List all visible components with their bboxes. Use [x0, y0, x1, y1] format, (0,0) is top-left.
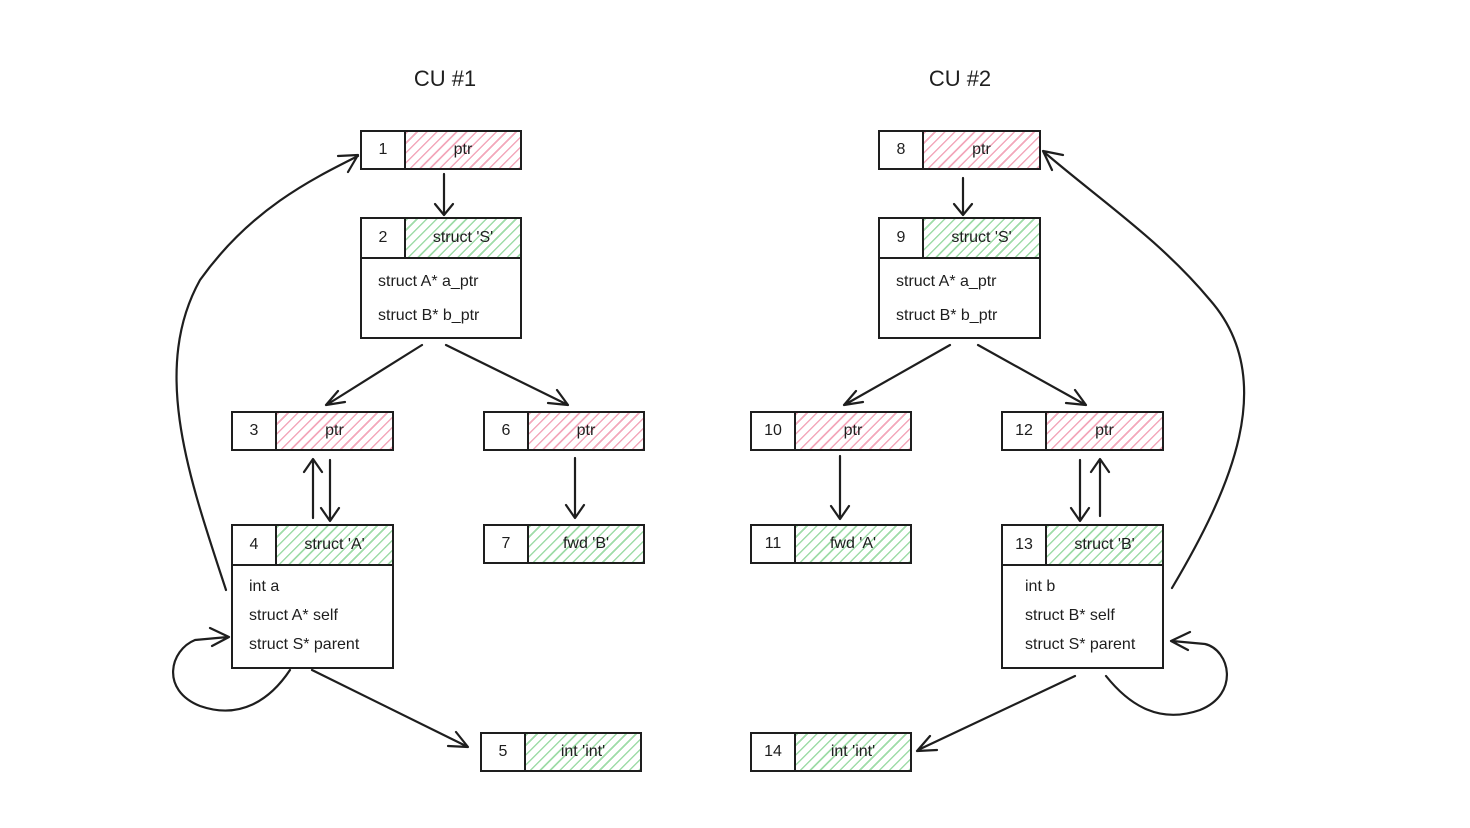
node-id: 3 — [233, 413, 277, 449]
node-id: 7 — [485, 526, 529, 562]
node-id: 9 — [880, 219, 924, 257]
struct-fields: int a struct A* self struct S* parent — [233, 566, 392, 659]
type-node-10: 10 ptr — [750, 411, 912, 451]
type-node-13: 13 struct 'B' int b struct B* self struc… — [1001, 524, 1164, 669]
struct-field: struct A* a_ptr — [896, 273, 997, 290]
struct-fields: struct A* a_ptr struct B* b_ptr — [362, 259, 520, 333]
type-node-2: 2 struct 'S' struct A* a_ptr struct B* b… — [360, 217, 522, 339]
struct-field: struct A* self — [249, 607, 338, 624]
edge-9-12 — [976, 343, 1088, 407]
node-id: 11 — [752, 526, 796, 562]
node-kind: ptr — [529, 413, 643, 449]
edge-13-12 — [1089, 457, 1111, 518]
struct-field: int a — [249, 578, 280, 595]
struct-field: int b — [1025, 578, 1056, 595]
node-id: 5 — [482, 734, 526, 770]
edge-10-11 — [829, 454, 851, 521]
type-node-4: 4 struct 'A' int a struct A* self struct… — [231, 524, 394, 669]
node-kind: fwd 'B' — [529, 526, 643, 562]
edge-4-1 — [175, 153, 360, 592]
edge-13-8 — [1041, 149, 1246, 590]
type-node-11: 11 fwd 'A' — [750, 524, 912, 564]
struct-field: struct B* self — [1025, 607, 1115, 624]
node-kind: struct 'S' — [924, 219, 1039, 257]
struct-field: struct A* a_ptr — [378, 273, 479, 290]
node-id: 12 — [1003, 413, 1047, 449]
node-id: 8 — [880, 132, 924, 168]
type-node-1: 1 ptr — [360, 130, 522, 170]
cu2-title: CU #2 — [928, 66, 992, 91]
struct-field: struct S* parent — [249, 636, 360, 653]
struct-field: struct S* parent — [1025, 636, 1136, 653]
node-id: 6 — [485, 413, 529, 449]
node-kind: struct 'A' — [277, 526, 392, 564]
node-kind: ptr — [406, 132, 520, 168]
node-kind: struct 'B' — [1047, 526, 1162, 564]
type-node-8: 8 ptr — [878, 130, 1041, 170]
node-kind: ptr — [277, 413, 392, 449]
node-id: 2 — [362, 219, 406, 257]
node-kind: ptr — [1047, 413, 1162, 449]
node-id: 14 — [752, 734, 796, 770]
edge-3-4 — [319, 458, 341, 523]
struct-field: struct B* b_ptr — [896, 307, 998, 324]
edge-4-5 — [310, 668, 470, 749]
edge-13-self — [1104, 630, 1228, 716]
edge-13-14 — [915, 674, 1077, 753]
node-kind: fwd 'A' — [796, 526, 910, 562]
edge-8-9 — [952, 176, 974, 217]
type-node-3: 3 ptr — [231, 411, 394, 451]
type-node-14: 14 int 'int' — [750, 732, 912, 772]
type-node-6: 6 ptr — [483, 411, 645, 451]
cu1-title: CU #1 — [413, 66, 477, 91]
node-id: 10 — [752, 413, 796, 449]
edge-12-13 — [1069, 458, 1091, 523]
node-kind: int 'int' — [796, 734, 910, 770]
node-id: 13 — [1003, 526, 1047, 564]
struct-fields: struct A* a_ptr struct B* b_ptr — [880, 259, 1039, 333]
edge-2-3 — [324, 343, 424, 407]
node-id: 1 — [362, 132, 406, 168]
type-node-7: 7 fwd 'B' — [483, 524, 645, 564]
struct-fields: int b struct B* self struct S* parent — [1003, 566, 1162, 659]
edge-6-7 — [564, 456, 586, 520]
node-kind: ptr — [924, 132, 1039, 168]
edge-4-3 — [302, 457, 324, 520]
node-kind: ptr — [796, 413, 910, 449]
node-kind: int 'int' — [526, 734, 640, 770]
type-node-5: 5 int 'int' — [480, 732, 642, 772]
struct-field: struct B* b_ptr — [378, 307, 480, 324]
node-id: 4 — [233, 526, 277, 564]
edge-4-self — [172, 626, 292, 712]
node-kind: struct 'S' — [406, 219, 520, 257]
type-node-9: 9 struct 'S' struct A* a_ptr struct B* b… — [878, 217, 1041, 339]
edge-2-6 — [444, 343, 570, 407]
type-node-12: 12 ptr — [1001, 411, 1164, 451]
edge-9-10 — [842, 343, 952, 407]
edge-1-2 — [433, 172, 455, 217]
